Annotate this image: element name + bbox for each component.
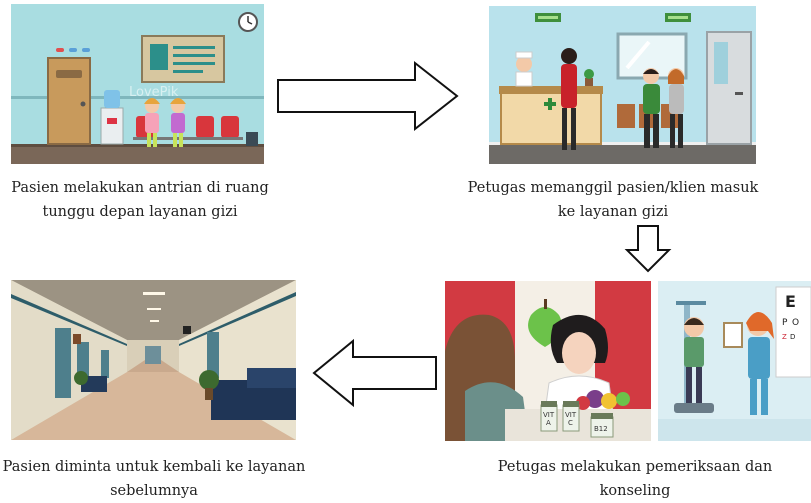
reception-illustration	[489, 6, 756, 164]
step-4-caption: Pasien diminta untuk kembali ke layanan …	[0, 455, 308, 503]
svg-text:E: E	[785, 292, 796, 311]
hospital-hallway-photo	[11, 280, 296, 440]
svg-text:Z: Z	[782, 333, 787, 341]
svg-text:C: C	[568, 419, 573, 427]
step-3-caption-line-1: Petugas melakukan pemeriksaan dan	[497, 459, 773, 475]
svg-text:B12: B12	[594, 425, 608, 433]
step-4-caption-line-2: sebelumnya	[110, 483, 198, 499]
arrow-down	[624, 224, 672, 274]
svg-text:LovePik: LovePik	[129, 85, 179, 100]
arrow-right	[275, 60, 461, 132]
step-1-caption: Pasien melakukan antrian di ruang tunggu…	[0, 176, 280, 224]
svg-text:P: P	[782, 318, 788, 328]
svg-text:D: D	[790, 333, 795, 341]
step-3-caption-line-2: konseling	[599, 483, 671, 499]
step-2-caption-line-1: Petugas memanggil pasien/klien masuk	[467, 180, 759, 196]
svg-text:VIT: VIT	[565, 411, 577, 419]
svg-text:O: O	[792, 318, 799, 328]
arrow-left	[311, 338, 439, 408]
step-4-caption-line-1: Pasien diminta untuk kembali ke layanan	[2, 459, 306, 475]
step-3-caption: Petugas melakukan pemeriksaan dan konsel…	[485, 455, 785, 503]
step-2-caption: Petugas memanggil pasien/klien masuk ke …	[455, 176, 771, 224]
waiting-room-illustration: LovePik	[11, 4, 264, 164]
step-1-caption-line-1: Pasien melakukan antrian di ruang	[11, 180, 269, 196]
svg-text:A: A	[546, 419, 551, 427]
step-1-caption-line-2: tunggu depan layanan gizi	[42, 204, 238, 220]
svg-text:VIT: VIT	[543, 411, 555, 419]
step-2-caption-line-2: ke layanan gizi	[557, 204, 669, 220]
